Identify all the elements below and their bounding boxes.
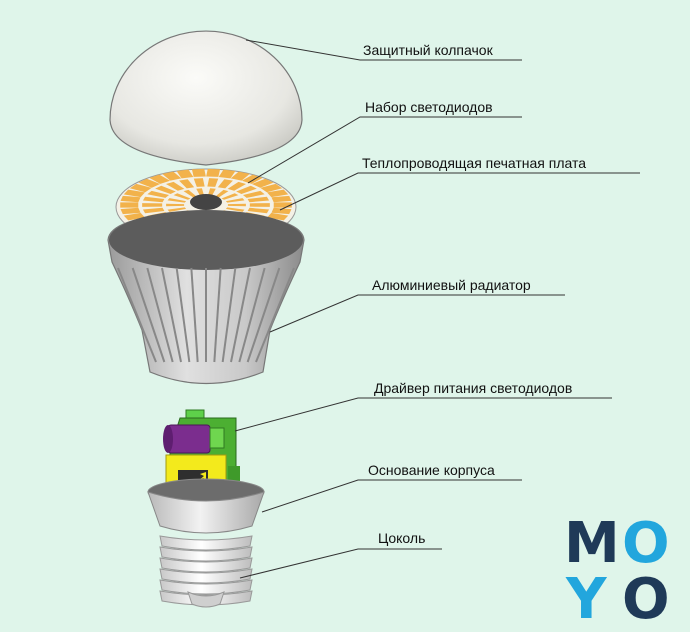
led-chip (247, 207, 270, 214)
radiator-fin (238, 267, 266, 363)
led-chip (149, 174, 171, 184)
led-chip (165, 181, 185, 191)
led-chip (227, 181, 247, 191)
radiator-fin (117, 267, 157, 363)
led-chip (129, 183, 152, 193)
radiator-fin (175, 267, 191, 363)
label-socket: Цоколь (378, 530, 426, 546)
led-chip (167, 198, 187, 203)
led-chip (193, 178, 205, 187)
logo-letter-m: M (564, 511, 620, 576)
led-chip (271, 195, 292, 203)
led-chip (221, 193, 239, 200)
led-chip (176, 169, 194, 179)
led-chip (167, 207, 187, 212)
socket-thread (159, 546, 253, 562)
radiator-fin (213, 267, 222, 363)
logo-letter-o2: O (622, 567, 670, 632)
label-radiator: Алюминиевый радиатор (372, 277, 531, 293)
radiator-fin (255, 267, 295, 363)
socket-thread (159, 535, 253, 551)
led-chip (215, 189, 229, 198)
socket-thread (159, 579, 253, 595)
radiator-fin (221, 267, 237, 363)
socket-thread (159, 568, 253, 584)
led-chip (142, 203, 163, 207)
aluminum-radiator (107, 210, 305, 385)
led-chip (120, 202, 139, 208)
label-pcb: Теплопроводящая печатная плата (362, 155, 587, 171)
led-chip (196, 188, 205, 197)
led-chip (138, 178, 161, 188)
led-chip (123, 189, 146, 198)
logo-letter-y: Y (566, 567, 607, 632)
led-chip (155, 185, 176, 195)
radiator-fin (146, 267, 174, 363)
led-chip (227, 203, 246, 207)
led-chip (123, 212, 146, 221)
radiator-fin (161, 267, 182, 363)
led-chip (120, 195, 141, 203)
led-chip (218, 169, 236, 179)
led-chip (249, 203, 270, 207)
led-chip (242, 190, 265, 198)
led-chip (266, 212, 289, 221)
lamp-socket (159, 535, 253, 608)
led-chip (273, 202, 292, 208)
led-chip (207, 178, 219, 187)
led-chip (225, 198, 245, 203)
radiator-fin (131, 267, 166, 363)
label-driver: Драйвер питания светодиодов (374, 380, 573, 396)
led-chip (179, 179, 195, 189)
led-chip (225, 207, 245, 212)
leader-lines (234, 39, 640, 579)
logo-letter-o: O (622, 511, 670, 576)
led-chip (247, 196, 270, 203)
led-chip (142, 207, 165, 214)
led-chip (207, 188, 216, 197)
led-chip (191, 168, 206, 177)
label-led-set: Набор светодиодов (365, 99, 493, 115)
led-chip (266, 189, 289, 198)
radiator-fin (230, 267, 251, 363)
radiator-fins (117, 267, 295, 363)
label-protective-cap: Защитный колпачок (363, 42, 493, 58)
led-chip (142, 196, 165, 203)
led-chip (120, 207, 141, 215)
led-chip (162, 171, 182, 181)
led-chip (230, 171, 250, 181)
led-chip (173, 193, 191, 200)
led-chip (147, 190, 170, 198)
pcb-center-hole (190, 194, 222, 210)
protective-cap (109, 30, 303, 166)
led-chip (217, 179, 233, 189)
label-housing-base: Основание корпуса (368, 462, 495, 478)
housing-base (147, 478, 265, 534)
radiator-fin (246, 267, 281, 363)
socket-thread (159, 557, 253, 573)
led-chip (271, 207, 292, 215)
led-chip (236, 185, 257, 195)
led-chip (166, 203, 185, 207)
led-chip (206, 168, 221, 177)
led-chip (260, 183, 283, 193)
led-chip (183, 189, 197, 198)
led-chip (251, 178, 274, 188)
radiator-fin (190, 267, 199, 363)
